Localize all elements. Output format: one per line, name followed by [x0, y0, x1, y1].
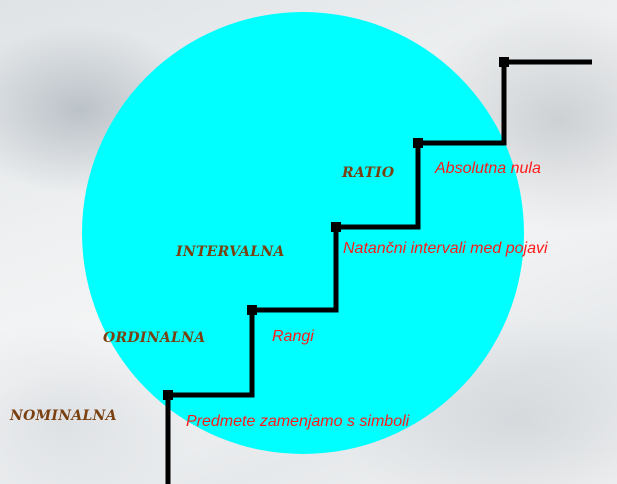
level-intervalna: INTERVALNA [176, 244, 285, 260]
cyan-circle [82, 12, 524, 454]
desc-ratio: Absolutna nula [435, 160, 541, 177]
level-ratio: RATIO [342, 165, 395, 181]
desc-ordinalna: Rangi [272, 328, 314, 345]
desc-intervalna: Natančni intervali med pojavi [343, 240, 548, 257]
desc-nominalna: Predmete zamenjamo s simboli [186, 413, 410, 430]
level-ordinalna: ORDINALNA [103, 330, 206, 346]
level-nominalna: NOMINALNA [10, 408, 117, 424]
